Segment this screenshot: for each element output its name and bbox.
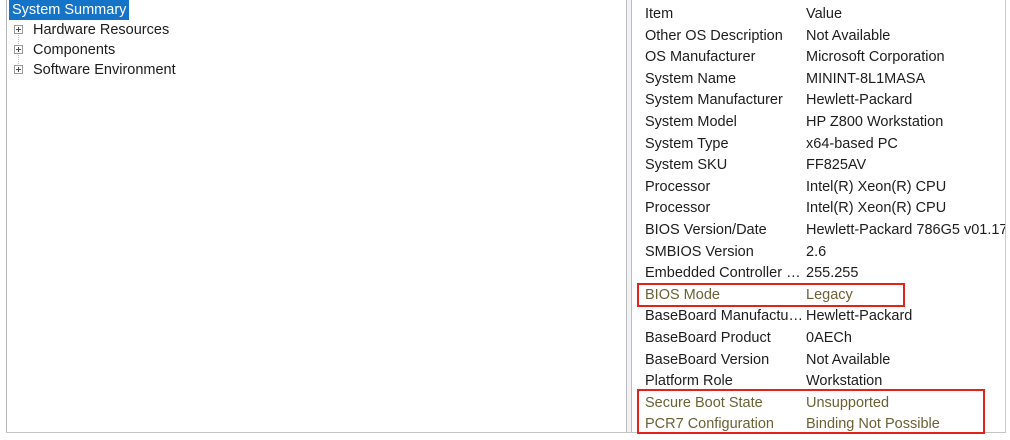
row-item-label: Secure Boot State: [645, 394, 763, 411]
row-value-label: x64-based PC: [806, 135, 898, 152]
row-item-label: PCR7 Configuration: [645, 416, 774, 432]
row-item-label: BaseBoard Version: [645, 351, 770, 368]
table-row[interactable]: BaseBoard Product 0AECh: [633, 328, 1005, 350]
row-value-label: Unsupported: [806, 394, 890, 411]
tree-item-components[interactable]: Components: [7, 40, 625, 60]
column-header-item[interactable]: Item: [645, 6, 674, 22]
table-row[interactable]: SMBIOS Version 2.6: [633, 242, 1005, 264]
table-row[interactable]: System SKU FF825AV: [633, 155, 1005, 177]
pane-splitter-left-edge: [626, 0, 627, 432]
pane-splitter-right-edge: [631, 0, 632, 432]
row-value-label: MININT-8L1MASA: [806, 70, 926, 87]
row-value-label: 255.255: [806, 265, 859, 282]
row-value-prefix: Intel(R) Xeon(R) CPU: [806, 200, 947, 217]
table-row[interactable]: Processor Intel(R) Xeon(R) CPUE5506: [633, 198, 1005, 220]
window-border-right: [1005, 0, 1006, 433]
row-item-label: SMBIOS Version: [645, 243, 754, 260]
row-item-label: System Model: [645, 113, 737, 130]
tree-item-software-environment-label: Software Environment: [33, 62, 176, 78]
row-value-label: Legacy: [806, 286, 853, 303]
table-row[interactable]: System Name MININT-8L1MASA: [633, 69, 1005, 91]
row-value-label: HP Z800 Workstation: [806, 113, 944, 130]
table-row[interactable]: Embedded Controller V...255.255: [633, 263, 1005, 285]
row-value-label: Hewlett-Packard: [806, 92, 913, 109]
table-row[interactable]: BaseBoard Version Not Available: [633, 350, 1005, 372]
table-row[interactable]: Processor Intel(R) Xeon(R) CPUE5506: [633, 177, 1005, 199]
row-item-label: Processor: [645, 200, 711, 217]
row-item-label: BaseBoard Manufacturer: [645, 308, 805, 325]
table-row[interactable]: OS Manufacturer Microsoft Corporation: [633, 47, 1005, 69]
table-row[interactable]: System Type x64-based PC: [633, 134, 1005, 156]
navigation-tree-pane[interactable]: System Summary Hardware Resources Compon…: [7, 0, 625, 432]
tree-item-system-summary[interactable]: System Summary: [7, 0, 625, 20]
tree-item-components-label: Components: [33, 42, 116, 58]
row-item-label: System Manufacturer: [645, 92, 783, 109]
row-item-label: System SKU: [645, 157, 728, 174]
plus-box-icon[interactable]: [14, 24, 23, 34]
row-item-label: System Type: [645, 135, 729, 152]
window-border-bottom: [6, 432, 1006, 433]
tree-item-hardware-resources[interactable]: Hardware Resources: [7, 20, 625, 40]
table-row[interactable]: PCR7 Configuration Binding Not Possible: [633, 414, 1005, 432]
row-value-label: Not Available: [806, 351, 891, 368]
row-value-label: Intel(R) Xeon(R) CPUE5506: [806, 198, 1005, 220]
tree-item-software-environment[interactable]: Software Environment: [7, 60, 625, 80]
table-row[interactable]: Other OS Description Not Available: [633, 26, 1005, 48]
plus-box-icon[interactable]: [14, 64, 23, 74]
row-value-label: Binding Not Possible: [806, 416, 940, 432]
row-value-label: Microsoft Corporation: [806, 49, 945, 66]
table-row[interactable]: System Model HP Z800 Workstation: [633, 112, 1005, 134]
row-value-label: Not Available: [806, 27, 891, 44]
row-item-label: BIOS Mode: [645, 286, 720, 303]
row-item-label: Embedded Controller V...: [645, 265, 805, 282]
table-row[interactable]: Platform Role Workstation: [633, 371, 1005, 393]
row-value-label: Hewlett-Packard: [806, 308, 913, 325]
window-border-left: [6, 0, 7, 433]
row-value-label: Intel(R) Xeon(R) CPUE5506: [806, 177, 1005, 199]
table-row[interactable]: BIOS Mode Legacy: [633, 285, 1005, 307]
tree-item-system-summary-label: System Summary: [9, 0, 130, 20]
row-value-label: Hewlett-Packard 786G5 v01.17, 8/: [806, 221, 1005, 238]
plus-box-icon[interactable]: [14, 44, 23, 54]
row-item-label: Platform Role: [645, 373, 733, 390]
table-row[interactable]: Secure Boot State Unsupported: [633, 393, 1005, 415]
row-item-label: OS Manufacturer: [645, 49, 756, 66]
row-item-label: System Name: [645, 70, 737, 87]
column-header-value[interactable]: Value: [806, 6, 843, 22]
row-value-label: 2.6: [806, 243, 827, 260]
row-item-label: BIOS Version/Date: [645, 221, 767, 238]
tree-item-hardware-resources-label: Hardware Resources: [33, 22, 170, 38]
row-value-label: Workstation: [806, 373, 883, 390]
row-item-label: Other OS Description: [645, 27, 783, 44]
list-header-row[interactable]: Item Value: [633, 4, 1005, 26]
row-value-prefix: Intel(R) Xeon(R) CPU: [806, 178, 947, 195]
row-value-label: FF825AV: [806, 157, 867, 174]
row-value-label: 0AECh: [806, 329, 852, 346]
row-item-label: BaseBoard Product: [645, 329, 771, 346]
row-item-label: Processor: [645, 178, 711, 195]
table-row[interactable]: BIOS Version/Date Hewlett-Packard 786G5 v…: [633, 220, 1005, 242]
table-row[interactable]: System Manufacturer Hewlett-Packard: [633, 90, 1005, 112]
pane-splitter[interactable]: [627, 0, 631, 432]
